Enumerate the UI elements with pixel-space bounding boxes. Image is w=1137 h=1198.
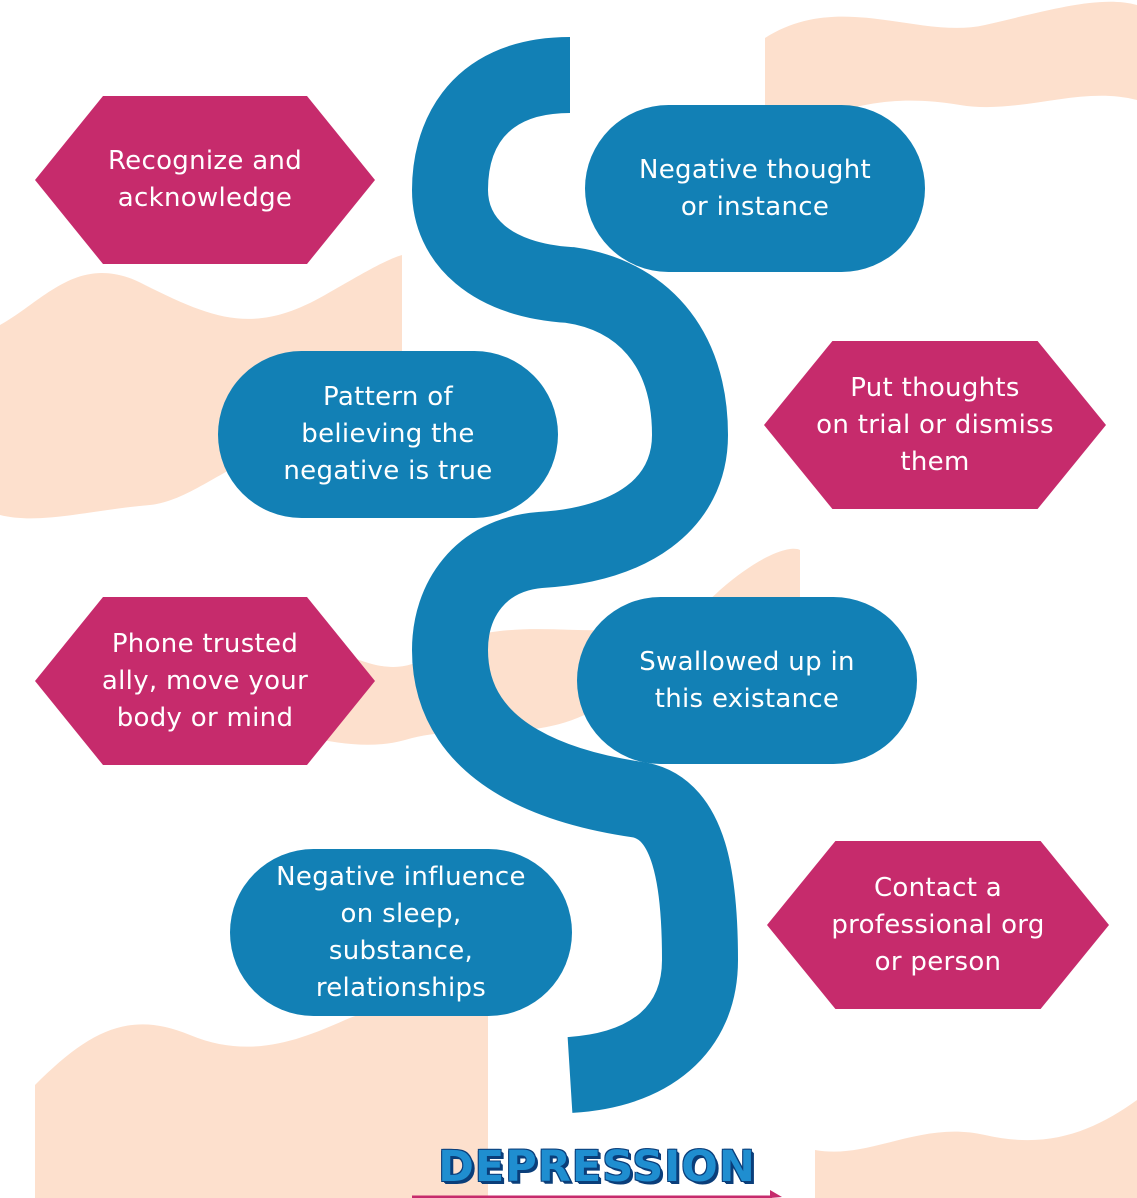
step-negative-thought-label: Negative thought or instance bbox=[639, 154, 871, 222]
step-pattern-label: Pattern of believing the negative is tru… bbox=[283, 382, 493, 486]
step-influence: Negative influence on sleep, substance, … bbox=[230, 849, 572, 1016]
step-influence-label: Negative influence on sleep, substance, … bbox=[276, 861, 526, 1003]
step-phone: Phone trusted ally, move your body or mi… bbox=[35, 597, 375, 765]
step-recognize-label: Recognize and acknowledge bbox=[107, 146, 303, 213]
step-phone-label: Phone trusted ally, move your body or mi… bbox=[101, 628, 309, 733]
title-arrow-head bbox=[770, 1190, 782, 1198]
diagram-title: DEPRESSION bbox=[438, 1142, 756, 1192]
serpentine-path bbox=[411, 37, 739, 1113]
peach-wave-middle bbox=[250, 548, 800, 745]
step-contact: Contact a professional org or person bbox=[767, 841, 1109, 1009]
step-negative-thought: Negative thought or instance bbox=[585, 105, 925, 272]
peach-wave-bottom-right bbox=[815, 1100, 1137, 1198]
step-put-thoughts-label: Put thoughts on trial or dismiss them bbox=[816, 372, 1054, 477]
step-swallowed-label: Swallowed up in this existance bbox=[639, 646, 855, 714]
step-pattern: Pattern of believing the negative is tru… bbox=[218, 351, 558, 518]
step-swallowed: Swallowed up in this existance bbox=[577, 597, 917, 764]
peach-wave-top-right bbox=[765, 1, 1137, 140]
step-contact-label: Contact a professional org or person bbox=[831, 872, 1045, 977]
peach-wave-bottom-left bbox=[35, 995, 488, 1198]
step-recognize: Recognize and acknowledge bbox=[35, 96, 375, 264]
step-put-thoughts: Put thoughts on trial or dismiss them bbox=[764, 341, 1106, 509]
